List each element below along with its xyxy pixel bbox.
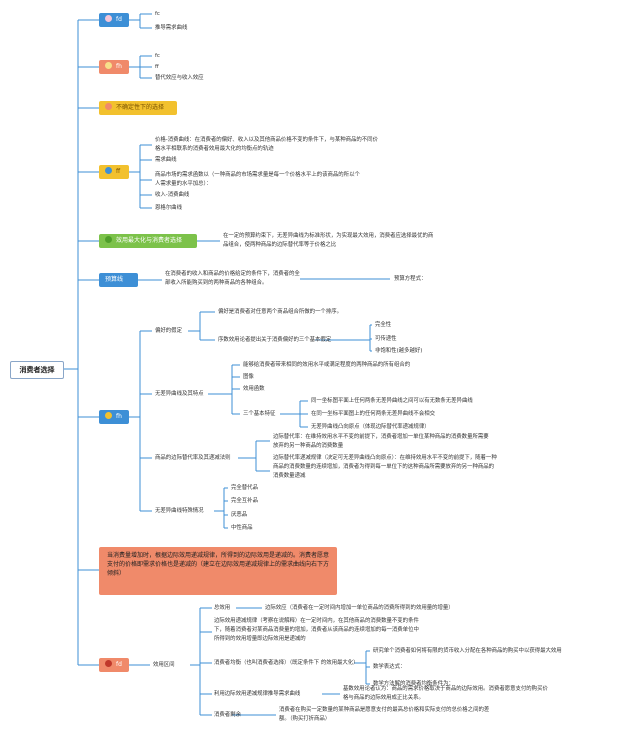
leaf-text: fc xyxy=(155,11,160,17)
leaf-text: 推导需求曲线 xyxy=(155,25,188,31)
branch-label: 不确定性下的选择 xyxy=(116,104,165,111)
leaf-text: 数学表达式： xyxy=(373,664,406,670)
leaf-text: 厌恶品 xyxy=(231,512,248,518)
leaf-text: 同一坐标图平面上任何两条无差异曲线之间可以有无数条无差异曲线 xyxy=(311,398,473,404)
leaf-text: 偏好是消费者对任意两个商品组合所做的一个排序。 xyxy=(218,309,342,315)
branch-fd-node[interactable]: fd xyxy=(99,13,129,27)
leaf-text: 消费者在购买一定数量的某种商品是愿意支付的最高总价格和实际支付的总价格之间的差额… xyxy=(279,707,490,722)
leaf-text: 边际替代率递减规律（决定可无差异曲线凸向原点）：在维持效用水平不变的前提下，随着… xyxy=(273,455,497,479)
leaf-text: 在一定的预算约束下，无差异曲线为标准形状，为实现最大效用，消费者应选择最优的商品… xyxy=(223,233,434,248)
leaf-text: 可传递性 xyxy=(375,336,397,342)
leaf-text: 完全替代品 xyxy=(231,485,258,491)
leaf-text: 边际效用递减规律（考察在说解释）在一定时间内，在其他商品的消费数量不变的条件下，… xyxy=(214,618,419,642)
leaf-text: 总效用 xyxy=(214,605,231,611)
leaf-text: 收入-消费曲线 xyxy=(155,192,190,198)
leaf-text: 偏好的假定 xyxy=(155,328,182,334)
branch-label: fd xyxy=(116,661,122,668)
leaf-text: 恩格尔曲线 xyxy=(155,205,182,211)
leaf-text: 利用边际效用递减规律推导需求曲线 xyxy=(214,691,301,697)
home-icon xyxy=(105,103,112,110)
leaf-text: 数学方法解的消费者均衡条件为： xyxy=(373,681,454,687)
leaf-text: 研究单个消费者如何将有限的货币收入分配在各种商品的购买中以获得最大效用 xyxy=(373,648,562,654)
branch-label: fd xyxy=(116,16,122,23)
leaf-text: 完全互补品 xyxy=(231,498,258,504)
leaf-text: 商品的边际替代率及其递减法则 xyxy=(155,455,231,461)
branch-utility-max-node[interactable]: 效用最大化与消费者选择 xyxy=(99,234,197,248)
branch-fh-ordinal-node[interactable]: fh xyxy=(99,410,129,424)
branch-fd-cardinal-node[interactable]: fd xyxy=(99,658,129,672)
star-icon xyxy=(105,412,112,419)
leaf-text: fc xyxy=(155,53,160,59)
leaf-text: 中性商品 xyxy=(231,525,253,531)
leaf-icon xyxy=(105,236,112,243)
branch-ff-node[interactable]: ff xyxy=(99,165,129,179)
leaf-text: ff xyxy=(155,64,159,70)
leaf-text: 替代效应与收入效应 xyxy=(155,75,204,81)
leaf-text: 在消费者的收入和商品的价格给定的条件下，消费者的全部收入所能购买到的两种商品的各… xyxy=(165,271,300,286)
leaf-text: 边际效应（消费者在一定时间内增加一单位商品的消费所得到的效用量的增量） xyxy=(265,605,454,611)
leaf-text: 无差异曲线及其特点 xyxy=(155,391,204,397)
leaf-text: 需求曲线 xyxy=(155,157,177,163)
root-node[interactable]: 消费者选择 xyxy=(10,361,64,379)
flame-icon xyxy=(105,167,112,174)
leaf-text: 消费者剩余 xyxy=(214,712,241,718)
smile-icon xyxy=(105,62,112,69)
branch-label: fh xyxy=(116,413,122,420)
leaf-text: 消费者均衡（也叫消费者选择）（既定条件下 的效用最大化） xyxy=(214,660,359,666)
heart-icon xyxy=(105,15,112,22)
branch-budget-line-node[interactable]: 预算线 xyxy=(99,273,138,287)
branch-label: ff xyxy=(116,168,121,175)
leaf-text: 在同一坐标平面图上的任何两条无差异曲线不会相交 xyxy=(311,411,435,417)
leaf-text: 三个基本特征 xyxy=(243,411,276,417)
leaf-text: 图像 xyxy=(243,374,254,380)
branch-label: fh xyxy=(116,63,122,70)
leaf-text: 完全性 xyxy=(375,322,392,328)
demand-price-note[interactable]: 当消费量增加时，根据边际效用递减规律，所得到的边际效用是递减的。消费者愿意支付的… xyxy=(99,547,337,595)
star-icon xyxy=(105,660,112,667)
leaf-text: 能够给消费者带来相同的效用水平或满足程度的两种商品的所有组合的 xyxy=(243,362,411,368)
leaf-text: 非饱和性(越多越好) xyxy=(375,348,423,354)
leaf-text: 无差异曲线凸向原点（体现边际替代率递减规律） xyxy=(311,424,430,430)
leaf-text: 价格-消费曲线：在消费者的偏好、收入以及其他商品价格不变的条件下，与某种商品的不… xyxy=(155,137,378,152)
leaf-text: 效用函数 xyxy=(243,386,265,392)
leaf-text: 边际替代率：在维持效用水平不变的前提下，消费者增加一单位某种商品的消费数量所需要… xyxy=(273,434,489,449)
branch-label: 效用最大化与消费者选择 xyxy=(116,237,183,244)
leaf-text: 基数效用论者认为：商品的需求价格取决于商品的边际效用。消费者愿意支付的购买价格与… xyxy=(343,686,548,701)
branch-uncertainty-node[interactable]: 不确定性下的选择 xyxy=(99,101,177,115)
branch-label: 预算线 xyxy=(105,276,124,283)
branch-fh-node[interactable]: fh xyxy=(99,60,129,74)
leaf-text: 商品市场的需求函数以（一种商品的市场需求量是每一个价格水平上的该商品的所以个人需… xyxy=(155,172,360,187)
leaf-text: 效用区间 xyxy=(153,662,175,668)
leaf-text: 预算方程式： xyxy=(394,276,427,282)
leaf-text: 序数效用论者提出关于消费偏好的三个基本假定 xyxy=(218,337,332,343)
leaf-text: 无差异曲线特殊情况 xyxy=(155,508,204,514)
